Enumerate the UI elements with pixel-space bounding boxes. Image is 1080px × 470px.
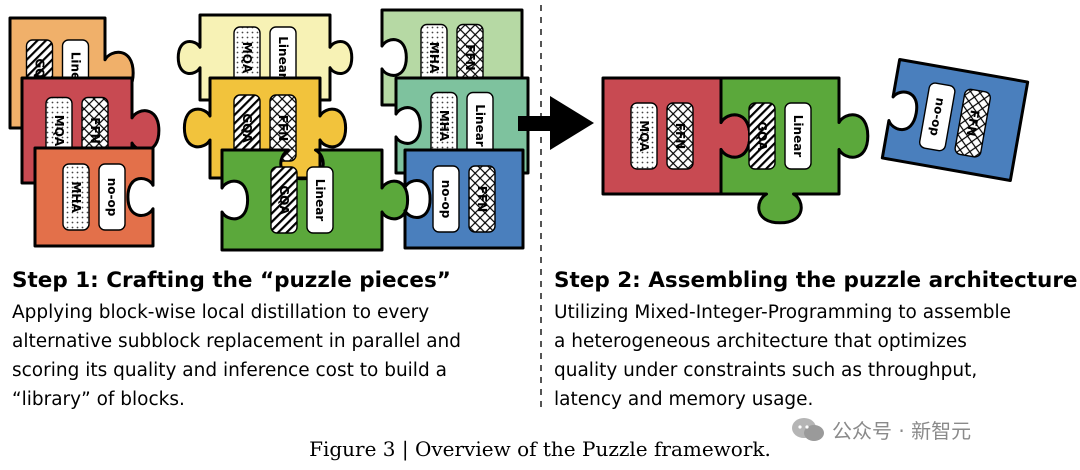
subblock-capsule (62, 163, 90, 231)
subblock-label: FFN (673, 123, 687, 149)
piece-green-middle: GQA Linear (220, 148, 410, 252)
subblock-capsule (468, 165, 496, 233)
subblock-capsule (954, 88, 992, 158)
step1-line: Applying block-wise local distillation t… (12, 302, 430, 323)
subblock-capsule (306, 166, 334, 234)
chat-bubble-icon (792, 417, 824, 441)
subblock-label: no-op (439, 180, 453, 219)
subblock-label: GQA (277, 185, 291, 215)
step2-title: Step 2: Assembling the puzzle architectu… (554, 268, 1078, 293)
piece-orange-left: MHA no-op (33, 146, 155, 248)
subblock-label: no-op (105, 178, 119, 217)
piece-blue-left: no-op FFN (403, 148, 525, 250)
step1-line: alternative subblock replacement in para… (12, 331, 462, 352)
subblock-label: Linear (276, 36, 290, 79)
subblock-capsule (432, 165, 460, 233)
step1-line: “library” of blocks. (12, 389, 185, 410)
step2-line: latency and memory usage. (554, 389, 814, 410)
piece-green-assembled: GQA Linear (719, 76, 870, 225)
step1-title: Step 1: Crafting the “puzzle pieces” (12, 268, 451, 293)
subblock-capsule (270, 166, 298, 234)
figure-caption: Figure 3 | Overview of the Puzzle framew… (309, 437, 771, 461)
piece-blue-assembled: no-op FFN (880, 57, 1030, 183)
subblock-label: FFN (276, 115, 290, 141)
subblock-label: Linear (473, 104, 487, 147)
step1-description: Applying block-wise local distillation t… (12, 298, 461, 414)
subblock-label: FFN (88, 117, 102, 143)
watermark-text: 公众号 · 新智元 (832, 419, 972, 443)
subblock-label: MQA (240, 42, 254, 74)
subblock-capsule (918, 82, 956, 152)
subblock-capsule (98, 163, 126, 231)
subblock-capsule (269, 94, 297, 162)
subblock-label: GQA (755, 121, 769, 151)
step1-line: scoring its quality and inference cost t… (12, 360, 447, 381)
subblock-label: MHA (437, 110, 451, 142)
step2-description: Utilizing Mixed-Integer-Programming to a… (554, 298, 1011, 414)
subblock-label: MQA (52, 115, 66, 147)
piece-shape (880, 57, 1030, 183)
subblock-capsule (784, 102, 812, 170)
step2-line: quality under constraints such as throug… (554, 360, 978, 381)
subblock-label: FFN (475, 186, 489, 212)
piece-shape (403, 148, 525, 250)
subblock-capsule (666, 102, 694, 170)
arrow-right-icon (518, 96, 594, 150)
subblock-label: no-op (927, 97, 948, 138)
subblock-label: FFN (964, 109, 982, 137)
step2-line: Utilizing Mixed-Integer-Programming to a… (554, 302, 1012, 323)
watermark: 公众号 · 新智元 (790, 415, 971, 444)
piece-shape (33, 146, 155, 248)
subblock-label: MQA (637, 120, 651, 152)
subblock-capsule (748, 102, 776, 170)
subblock-label: Linear (313, 179, 327, 222)
subblock-label: FFN (463, 44, 477, 70)
subblock-label: MHA (427, 42, 441, 74)
subblock-label: GQA (240, 113, 254, 143)
subblock-label: MHA (69, 181, 83, 213)
step2-line: a heterogeneous architecture that optimi… (554, 331, 967, 352)
subblock-label: Linear (791, 115, 805, 158)
subblock-capsule (630, 102, 658, 170)
